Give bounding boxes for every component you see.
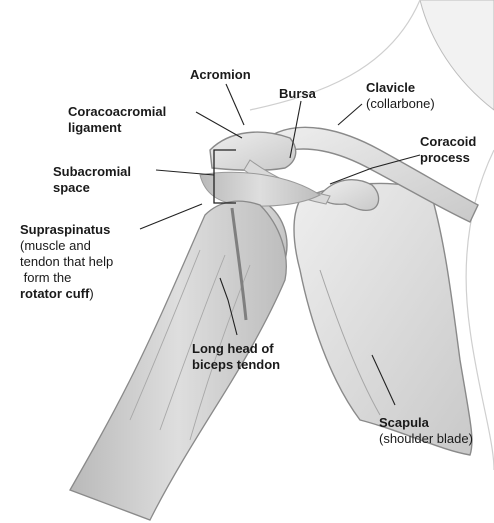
label-coracoid: Coracoid process [420,134,476,166]
label-coracoacromial: Coracoacromial ligament [68,104,166,136]
coracoid-line1: Coracoid [420,134,476,150]
coracoacromial-line2: ligament [68,120,166,136]
label-bursa: Bursa [279,86,316,102]
supraspinatus-note3: form the [20,270,113,286]
label-biceps: Long head of biceps tendon [192,341,280,373]
biceps-line1: Long head of [192,341,280,357]
label-acromion: Acromion [190,67,251,83]
label-supraspinatus: Supraspinatus (muscle and tendon that he… [20,222,113,302]
supraspinatus-title: Supraspinatus [20,222,113,238]
scapula-note: (shoulder blade) [379,431,473,447]
supraspinatus-note2: tendon that help [20,254,113,270]
subacromial-line2: space [53,180,131,196]
subacromial-line1: Subacromial [53,164,131,180]
clavicle-title: Clavicle [366,80,435,96]
leader-supraspinatus [140,204,202,229]
leader-acromion [226,84,244,125]
label-clavicle: Clavicle (collarbone) [366,80,435,112]
coracoacromial-line1: Coracoacromial [68,104,166,120]
leader-coracoacromial [196,112,242,138]
biceps-line2: biceps tendon [192,357,280,373]
supraspinatus-close: ) [89,286,93,301]
coracoid-line2: process [420,150,476,166]
supraspinatus-note1: (muscle and [20,238,113,254]
leader-subacromial [156,170,214,175]
bursa-title: Bursa [279,86,316,101]
acromion-title: Acromion [190,67,251,82]
scapula-title: Scapula [379,415,473,431]
supraspinatus-rotator: rotator cuff [20,286,89,301]
supraspinatus-shape [200,172,320,206]
label-subacromial: Subacromial space [53,164,131,196]
clavicle-note: (collarbone) [366,96,435,112]
label-scapula: Scapula (shoulder blade) [379,415,473,447]
leader-clavicle [338,104,362,125]
